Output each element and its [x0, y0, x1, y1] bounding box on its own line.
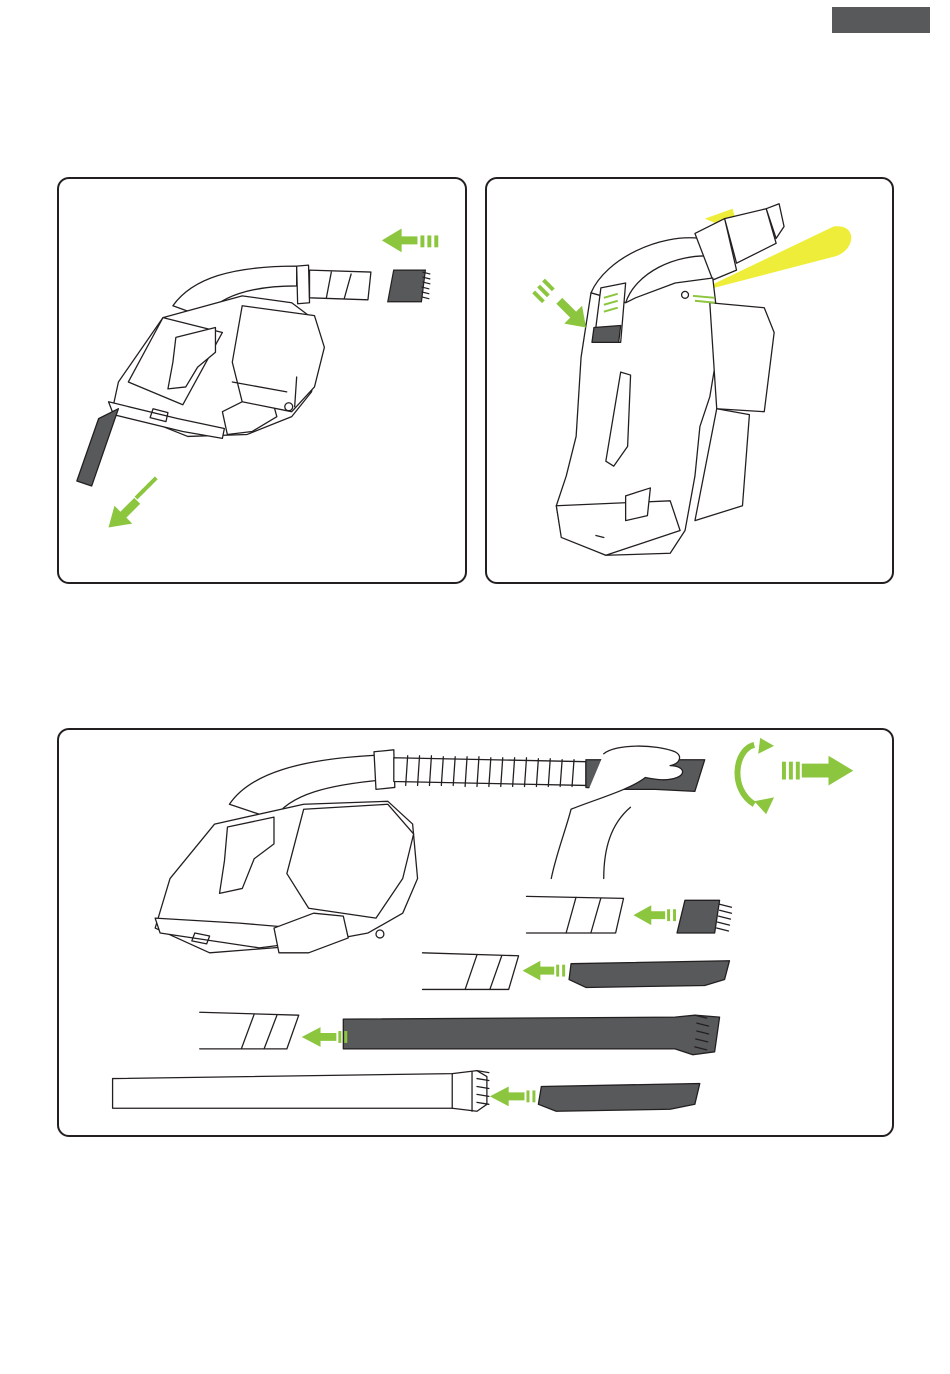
- accessories-illustration: [59, 730, 892, 1135]
- illustration-panel-accessories: [57, 728, 894, 1137]
- arrow-left-icon: [302, 1027, 348, 1047]
- handheld-vacuum-illustration: [59, 179, 465, 582]
- handheld-vacuum-light-illustration: [487, 179, 892, 582]
- illustration-panel-light-on: [485, 177, 894, 584]
- arrow-right-icon: [782, 756, 853, 786]
- arrow-left-icon: [633, 905, 676, 925]
- arrow-left-icon: [523, 961, 566, 981]
- arrow-down-left-icon: [109, 476, 158, 527]
- rotate-arrow-icon: [737, 738, 774, 814]
- arrow-left-icon: [490, 1086, 536, 1106]
- arrow-left-icon: [382, 229, 438, 253]
- illustration-panel-attach-brush: [57, 177, 467, 584]
- header-tab: [832, 7, 930, 33]
- arrow-down-right-icon: [532, 279, 586, 328]
